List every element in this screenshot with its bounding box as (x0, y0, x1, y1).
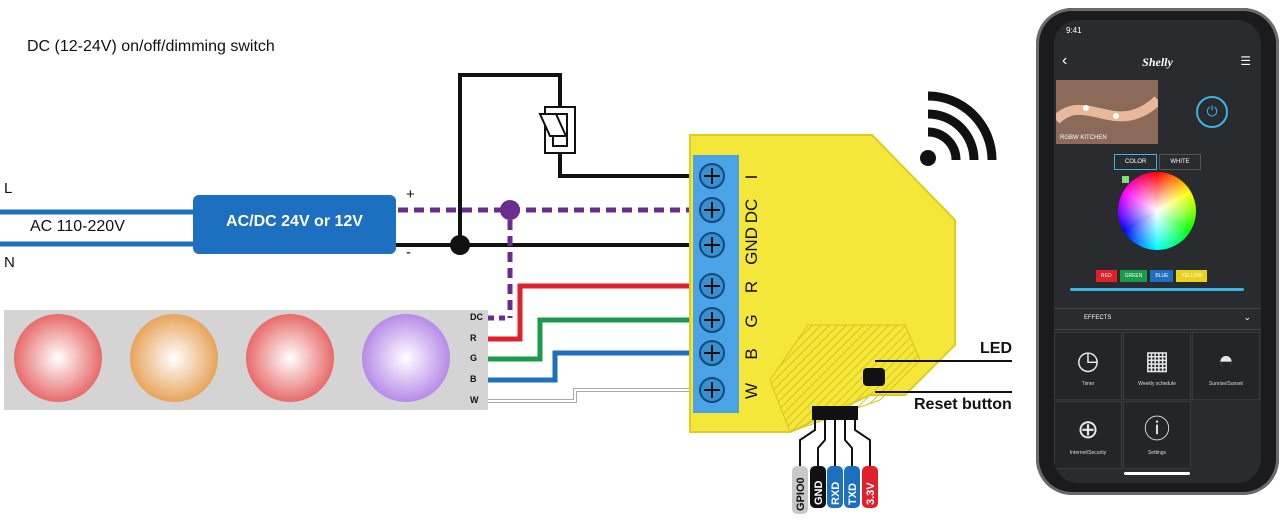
header-pin-33v (862, 466, 878, 508)
header-pin-label: GPIO0 (795, 477, 807, 511)
psu-plus-label: + (406, 186, 415, 203)
header-pin-label: RXD (830, 482, 842, 505)
effects-row[interactable]: EFFECTS ⌄ (1054, 308, 1261, 330)
info-icon: ⓘ (1143, 414, 1170, 444)
led-callout: LED (980, 340, 1012, 357)
tile-label: Timer (1081, 381, 1095, 387)
blue-wire (488, 350, 700, 383)
chevron-down-icon: ⌄ (1243, 312, 1251, 322)
hatched-area (769, 324, 921, 433)
chip-blue[interactable]: BLUE (1150, 270, 1174, 282)
chip-red[interactable]: RED (1096, 270, 1117, 282)
tile-label: Internet/Security (1069, 450, 1107, 456)
screw-cross (704, 237, 720, 253)
current-colour-swatch (1122, 176, 1129, 183)
terminal-label-w: W (742, 382, 761, 400)
tile-label: Weekly schedule (1138, 381, 1176, 387)
back-icon[interactable]: ‹ (1062, 52, 1068, 69)
strip-pin-r: R (470, 333, 477, 343)
device-photo: RGBW KITCHEN (1056, 80, 1158, 144)
wifi-icon (927, 91, 997, 161)
app-brand: Shelly (1142, 55, 1173, 69)
sunrise-icon: ◓ (1218, 345, 1234, 375)
tile-sunrise-sunset[interactable]: ◓ Sunrise/Sunset (1192, 332, 1260, 400)
strip-pin-dc: DC (470, 312, 483, 322)
screw-cross (704, 312, 720, 328)
screw-cross (704, 345, 720, 361)
green-wire (488, 317, 700, 362)
header-pin-label: 3.3V (865, 482, 877, 505)
psu-label: AC/DC 24V or 12V (226, 213, 363, 230)
psu-box (193, 195, 396, 254)
globe-icon: ⊕ (1077, 414, 1099, 444)
header-pin-label: GND (813, 481, 825, 506)
red-wire (488, 283, 700, 342)
strip-pin-w: W (470, 395, 479, 405)
screw-cross (704, 382, 720, 398)
toggle-switch (538, 106, 576, 154)
mains-n-label: N (4, 254, 15, 271)
strip-pin-b: B (470, 374, 477, 384)
home-indicator (1124, 472, 1190, 475)
strip-pin-g: G (470, 353, 478, 363)
tile-timer[interactable]: ◷ Timer (1054, 332, 1122, 400)
header-pin-txd (844, 466, 860, 508)
led-indicator (863, 368, 885, 386)
screw-cross (704, 278, 720, 294)
header-pin-label: TXD (847, 483, 859, 505)
calendar-icon: ▦ (1144, 345, 1170, 375)
colour-wheel[interactable] (1118, 172, 1196, 250)
dc-junction (500, 200, 520, 220)
effects-label: EFFECTS (1084, 315, 1112, 321)
clock-icon: ◷ (1076, 345, 1100, 375)
tab-color[interactable]: COLOR (1114, 154, 1158, 170)
tile-weekly-schedule[interactable]: ▦ Weekly schedule (1123, 332, 1191, 400)
app-header: ‹ Shelly ☰ (1054, 46, 1261, 76)
header-wires (799, 420, 871, 466)
tile-label: Settings (1147, 450, 1167, 456)
pin-header (812, 406, 858, 420)
led-colour-discs (14, 314, 450, 402)
header-pin-rxd (827, 466, 843, 508)
wiring-diagram: GPIO0 GND RXD TXD 3.3V (0, 73, 1012, 514)
psu-minus-label: - (406, 244, 411, 261)
mains-l-label: L (4, 180, 13, 197)
switch-wire-right (558, 150, 700, 178)
header-pin-gpio0 (792, 466, 808, 514)
tab-white[interactable]: WHITE (1159, 154, 1201, 170)
mains-ac-label: AC 110-220V (30, 218, 125, 235)
power-icon[interactable]: ⏻ (1196, 96, 1228, 128)
header-pin-labels: GPIO0 GND RXD TXD 3.3V (792, 466, 878, 514)
header-pin-gnd (810, 466, 826, 508)
reset-callout: Reset button (914, 396, 1012, 413)
device-name: RGBW KITCHEN (1060, 135, 1107, 141)
switch-wire-left (458, 73, 562, 245)
chip-yellow[interactable]: YELLOW (1176, 270, 1208, 282)
screw-cross (704, 168, 720, 184)
white-wire (488, 388, 700, 403)
status-time: 9:41 (1066, 26, 1082, 35)
diagram-title: DC (12-24V) on/off/dimming switch (27, 38, 275, 55)
terminal-screws (699, 163, 725, 403)
chip-green[interactable]: GREEN (1119, 270, 1148, 282)
menu-icon[interactable]: ☰ (1240, 54, 1251, 68)
screw-cross (704, 202, 720, 218)
tile-label: Sunrise/Sunset (1209, 381, 1243, 387)
brightness-slider[interactable] (1070, 288, 1244, 291)
tile-internet-security[interactable]: ⊕ Internet/Security (1054, 401, 1122, 469)
